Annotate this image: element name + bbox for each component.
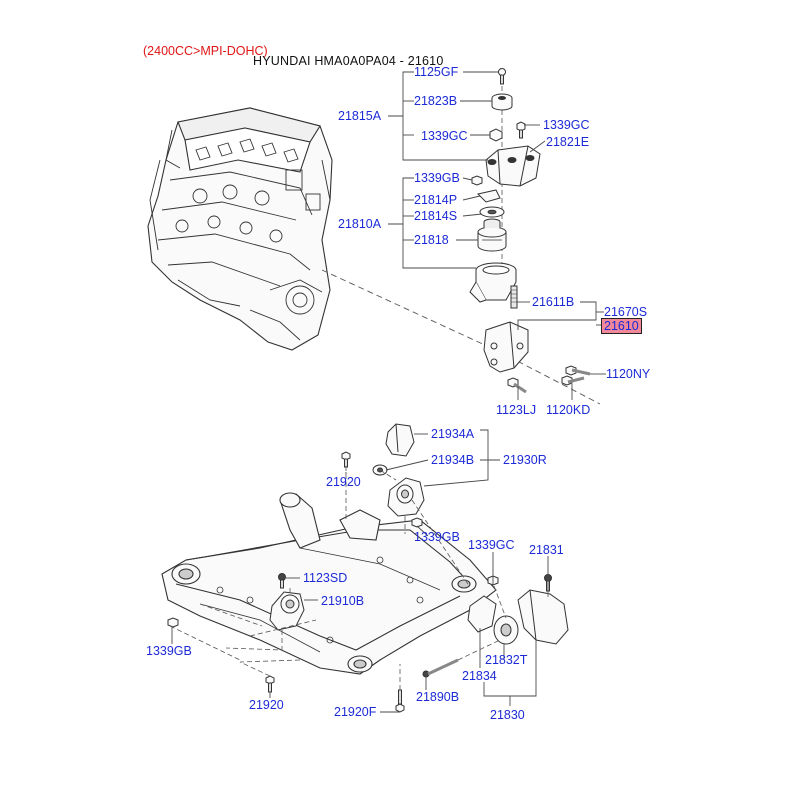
part-label-21823b[interactable]: 21823B bbox=[414, 94, 458, 108]
insulator-21818-part bbox=[477, 218, 507, 252]
part-label-1339gc-top2[interactable]: 1339GC bbox=[421, 129, 468, 143]
nut-1339gc-part bbox=[489, 121, 526, 142]
bracket-21815a-part bbox=[485, 145, 541, 187]
engine-block bbox=[147, 107, 333, 351]
nut-1339gb-part bbox=[471, 175, 483, 186]
part-label-1123sd[interactable]: 1123SD bbox=[303, 571, 348, 585]
nut-1339gb-low-part bbox=[167, 617, 179, 628]
engine-variant-label: (2400CC>MPI-DOHC) bbox=[143, 44, 268, 58]
bolt-1125gf-part bbox=[498, 68, 506, 85]
bolt-21890b-part bbox=[422, 658, 459, 678]
part-label-21930r[interactable]: 21930R bbox=[503, 453, 547, 467]
part-label-1339gc-top[interactable]: 1339GC bbox=[543, 118, 590, 132]
leader-lines bbox=[171, 71, 606, 713]
bolt-1120kd-part bbox=[561, 375, 585, 386]
mount-21910b-part bbox=[269, 591, 305, 631]
part-label-21934b[interactable]: 21934B bbox=[431, 453, 475, 467]
mount-21830-part bbox=[467, 589, 569, 645]
part-label-21810a[interactable]: 21810A bbox=[338, 217, 382, 231]
mount-21930r-part bbox=[387, 477, 425, 517]
part-label-21920-a[interactable]: 21920 bbox=[326, 475, 361, 489]
part-label-1339gb-top[interactable]: 1339GB bbox=[414, 171, 460, 185]
part-label-21830[interactable]: 21830 bbox=[490, 708, 525, 722]
bolt-21920f-part bbox=[395, 689, 405, 713]
part-label-21670s[interactable]: 21670S bbox=[604, 305, 648, 319]
part-label-21910b[interactable]: 21910B bbox=[321, 594, 365, 608]
part-label-21831[interactable]: 21831 bbox=[529, 543, 564, 557]
bolt-1123sd-part bbox=[278, 573, 286, 589]
part-label-21890b[interactable]: 21890B bbox=[416, 690, 460, 704]
part-label-1339gb-mid[interactable]: 1339GB bbox=[414, 530, 460, 544]
part-label-1120ny[interactable]: 1120NY bbox=[606, 367, 651, 381]
part-label-1123lj[interactable]: 1123LJ bbox=[496, 403, 537, 417]
part-label-1339gb-low[interactable]: 1339GB bbox=[146, 644, 192, 658]
plate-21814s-part bbox=[479, 206, 505, 218]
assembly-lines-lower bbox=[169, 466, 549, 690]
part-label-1120kd[interactable]: 1120KD bbox=[546, 403, 591, 417]
part-label-21832t[interactable]: 21832T bbox=[485, 653, 528, 667]
assembly-line-engine bbox=[321, 269, 601, 405]
part-label-21815a[interactable]: 21815A bbox=[338, 109, 382, 123]
part-label-21814p[interactable]: 21814P bbox=[414, 193, 458, 207]
part-label-21610-highlighted[interactable]: 21610 bbox=[601, 318, 642, 334]
mount-housing-part bbox=[469, 262, 517, 303]
part-label-21834[interactable]: 21834 bbox=[462, 669, 497, 683]
bracket-21610-part bbox=[483, 321, 529, 373]
bolt-1123lj-part bbox=[507, 377, 527, 394]
part-label-21920f[interactable]: 21920F bbox=[334, 705, 377, 719]
subframe bbox=[161, 492, 497, 675]
bushing-21823b-part bbox=[491, 93, 513, 111]
part-label-21611b[interactable]: 21611B bbox=[532, 295, 575, 309]
nut-1339gb-mid-part bbox=[411, 517, 423, 528]
stud-21611b-part bbox=[510, 285, 518, 309]
part-label-21934a[interactable]: 21934A bbox=[431, 427, 475, 441]
part-label-1125gf[interactable]: 1125GF bbox=[414, 65, 459, 79]
part-label-1339gc-mid[interactable]: 1339GC bbox=[468, 538, 515, 552]
bolt-1120ny-part bbox=[565, 365, 591, 376]
bolt-21920-top-part bbox=[341, 451, 351, 468]
bracket-21814p-part bbox=[477, 189, 501, 203]
part-label-21821e[interactable]: 21821E bbox=[546, 135, 590, 149]
part-label-21814s[interactable]: 21814S bbox=[414, 209, 458, 223]
top-mount-assembly bbox=[469, 68, 591, 394]
diagram-title: HYUNDAI HMA0A0PA04 - 21610 bbox=[253, 54, 444, 68]
stopper-21934a-part bbox=[385, 423, 415, 457]
bolt-21920-low-part bbox=[265, 675, 275, 693]
part-label-21818[interactable]: 21818 bbox=[414, 233, 449, 247]
part-label-21920-b[interactable]: 21920 bbox=[249, 698, 284, 712]
